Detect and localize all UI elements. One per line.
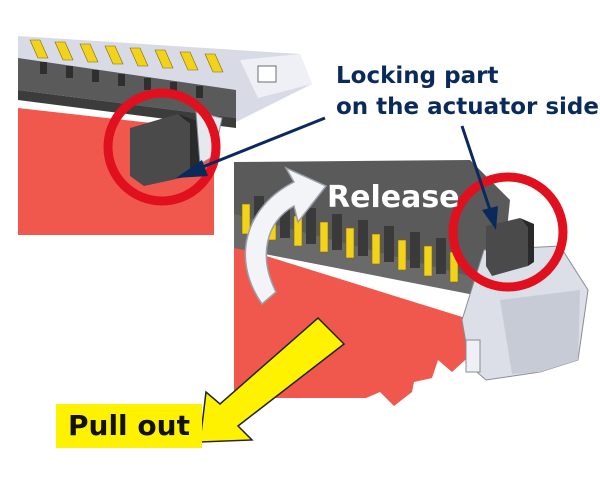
callout-line-1: Locking part xyxy=(336,63,499,89)
locking-part-left xyxy=(130,114,190,186)
highlight-circle-right xyxy=(448,172,568,292)
gold-contacts xyxy=(29,39,224,73)
locking-part-right xyxy=(486,218,528,276)
pull-out-label: Pull out xyxy=(56,404,202,448)
callout-locking-part: Locking part on the actuator side xyxy=(336,61,599,123)
gold-contacts-main xyxy=(241,203,459,283)
callout-pointers xyxy=(176,116,498,230)
highlight-circle-left xyxy=(103,88,221,206)
release-label: Release xyxy=(327,180,460,215)
release-rotation-arrow xyxy=(244,166,328,306)
pull-out-arrow xyxy=(199,316,346,443)
callout-line-2: on the actuator side xyxy=(336,94,599,120)
locked-state-inset xyxy=(18,30,323,235)
